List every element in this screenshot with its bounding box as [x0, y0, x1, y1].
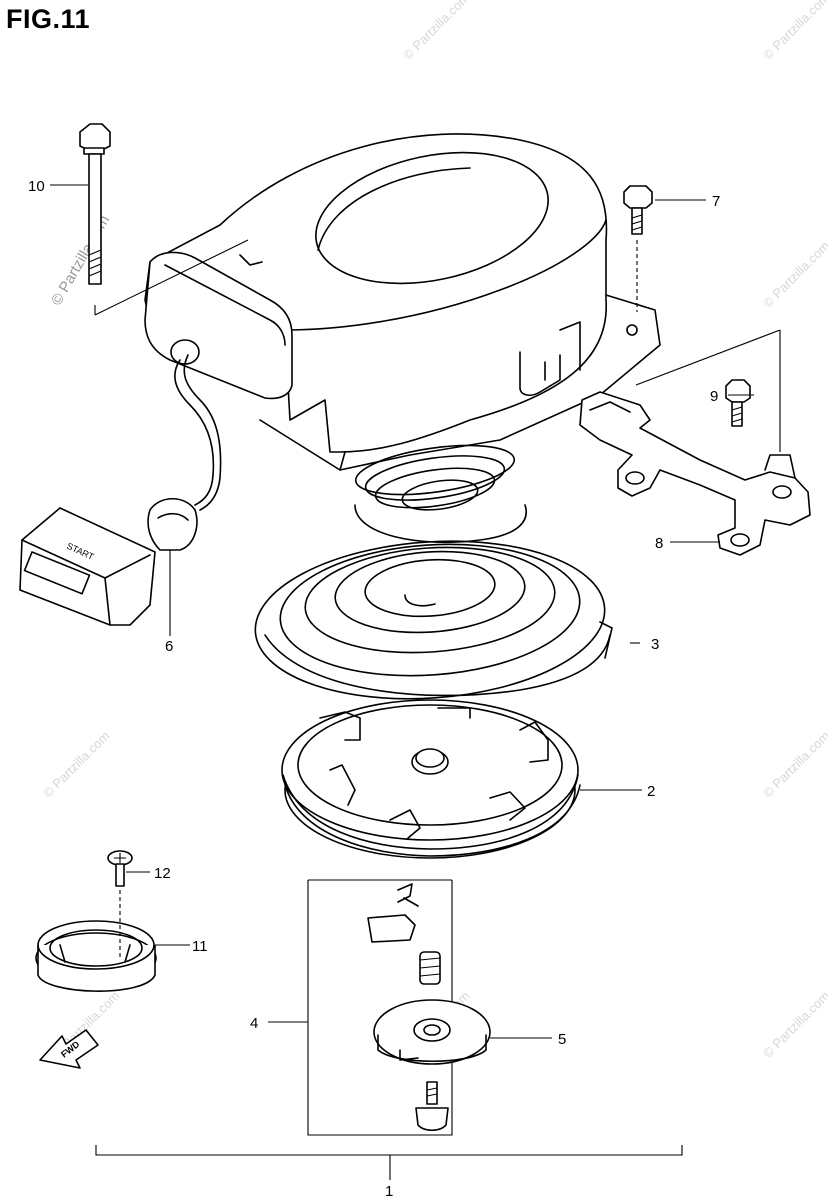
callout-labels: 1 2 3 4 5 6 7 8 9 10 11 12 [28, 178, 720, 1200]
callout-5: 5 [558, 1031, 566, 1048]
callout-10: 10 [28, 178, 45, 195]
part-8-bracket [579, 329, 811, 556]
part-11-cup [35, 920, 157, 992]
figure-title: FIG.11 [6, 4, 91, 34]
forward-arrow-icon: FWD [39, 1029, 99, 1069]
callout-7: 7 [712, 193, 720, 210]
part-2-reel [281, 699, 581, 859]
part-6-rope-handle: START [19, 354, 222, 626]
part-3-spring [254, 444, 613, 700]
callout-6: 6 [165, 638, 173, 655]
part-4-ratchet-group [307, 879, 491, 1136]
starter-cover [144, 133, 661, 471]
leader-lines [50, 184, 754, 1039]
callout-9: 9 [710, 388, 718, 405]
callout-3: 3 [651, 636, 659, 653]
part-12-screw [107, 850, 133, 958]
callout-1: 1 [385, 1183, 393, 1200]
assembly-bracket [95, 1145, 683, 1180]
callout-2: 2 [647, 783, 655, 800]
callout-4: 4 [250, 1015, 258, 1032]
part-9-bolt [725, 379, 751, 427]
bolt-10-guide [94, 239, 249, 316]
callout-12: 12 [154, 865, 171, 882]
callout-8: 8 [655, 535, 663, 552]
part-10-bolt [79, 123, 111, 285]
callout-11: 11 [192, 938, 208, 955]
part-7-bolt [623, 185, 653, 312]
